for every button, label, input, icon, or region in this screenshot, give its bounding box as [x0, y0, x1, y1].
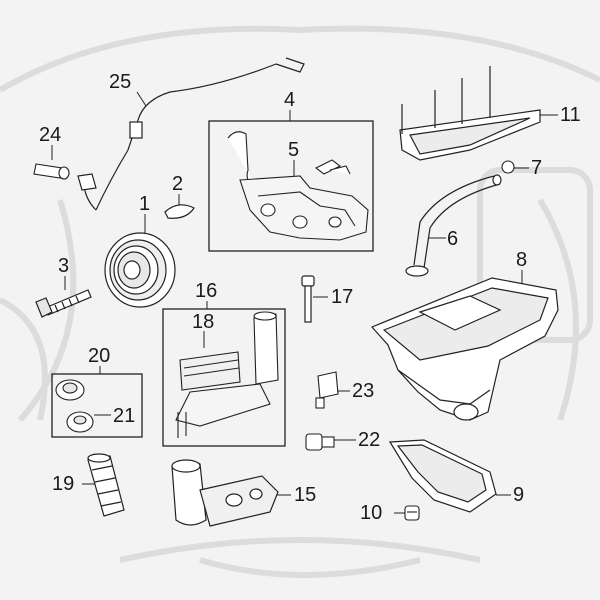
- callout-2[interactable]: 2: [172, 173, 184, 195]
- callout-10[interactable]: 10: [360, 502, 383, 524]
- callout-1[interactable]: 1: [139, 193, 151, 215]
- callout-17[interactable]: 17: [331, 286, 354, 308]
- callout-3[interactable]: 3: [58, 255, 70, 277]
- part-25-wire-harness: [77, 57, 305, 211]
- part-19-oil-filter: [87, 453, 125, 517]
- assembly-box-4: [208, 120, 374, 252]
- part-2-seal: [164, 204, 195, 219]
- assembly-box-16: [162, 308, 286, 447]
- callout-20[interactable]: 20: [88, 345, 111, 367]
- part-22-sensor: [305, 433, 335, 451]
- callout-7[interactable]: 7: [531, 157, 543, 179]
- part-3-bolt: [35, 289, 92, 318]
- callout-15[interactable]: 15: [294, 484, 317, 506]
- part-18-oil-cooler: [175, 311, 279, 438]
- part-4-housing-assembly: [227, 131, 369, 241]
- callout-19[interactable]: 19: [52, 473, 75, 495]
- part-6-dipstick-tube: [405, 174, 502, 277]
- callout-21[interactable]: 21: [113, 405, 136, 427]
- part-24-fitting: [33, 163, 70, 180]
- part-11-windage-tray: [399, 66, 541, 161]
- part-17-stud: [301, 275, 315, 323]
- callout-23[interactable]: 23: [352, 380, 375, 402]
- part-15-oil-filter-housing: [171, 459, 279, 527]
- part-7-plug: [501, 160, 515, 174]
- callout-24[interactable]: 24: [39, 124, 62, 146]
- assembly-box-20: [51, 373, 143, 438]
- callout-4[interactable]: 4: [284, 89, 296, 111]
- callout-5[interactable]: 5: [288, 139, 300, 161]
- callout-18[interactable]: 18: [192, 311, 215, 333]
- callout-6[interactable]: 6: [447, 228, 459, 250]
- callout-22[interactable]: 22: [358, 429, 381, 451]
- callout-25[interactable]: 25: [109, 71, 132, 93]
- callout-8[interactable]: 8: [516, 249, 528, 271]
- part-23-switch: [315, 371, 339, 409]
- callout-9[interactable]: 9: [513, 484, 525, 506]
- part-10-drain-plug: [404, 505, 420, 521]
- part-9-oil-pan-lower: [388, 439, 497, 513]
- part-1-crank-pulley: [104, 232, 176, 308]
- callout-11[interactable]: 11: [560, 104, 581, 126]
- part-8-oil-pan-upper: [370, 277, 559, 421]
- part-21-seals: [55, 379, 94, 433]
- callout-16[interactable]: 16: [195, 280, 218, 302]
